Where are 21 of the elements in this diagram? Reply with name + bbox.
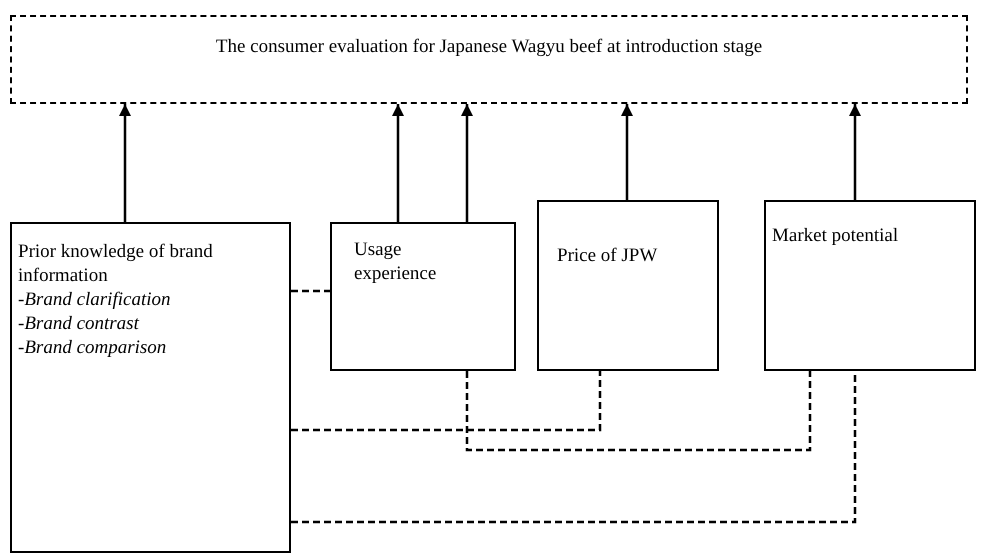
box-label: Usage experience — [354, 238, 438, 286]
factor-box — [10, 222, 291, 553]
arrow — [392, 104, 404, 222]
arrow — [621, 104, 633, 200]
box-label: Market potential — [772, 224, 898, 248]
outcome-box — [10, 15, 968, 104]
arrow — [461, 104, 473, 222]
box-label: Prior knowledge of brand information — [18, 240, 214, 288]
dashed-connector — [291, 371, 602, 432]
box-label: Price of JPW — [557, 244, 658, 268]
arrow — [849, 104, 861, 200]
dashed-connector — [291, 290, 330, 292]
list-item: -Brand contrast — [18, 312, 139, 336]
list-item: -Brand comparison — [18, 336, 166, 360]
factor-box — [330, 222, 516, 371]
factor-box — [764, 200, 976, 371]
factor-box — [537, 200, 719, 371]
list-item: -Brand clarification — [18, 288, 171, 312]
dashed-connector — [466, 371, 812, 452]
box-label: The consumer evaluation for Japanese Wagyu beef at introduction stage — [216, 35, 762, 59]
arrow — [119, 104, 131, 222]
